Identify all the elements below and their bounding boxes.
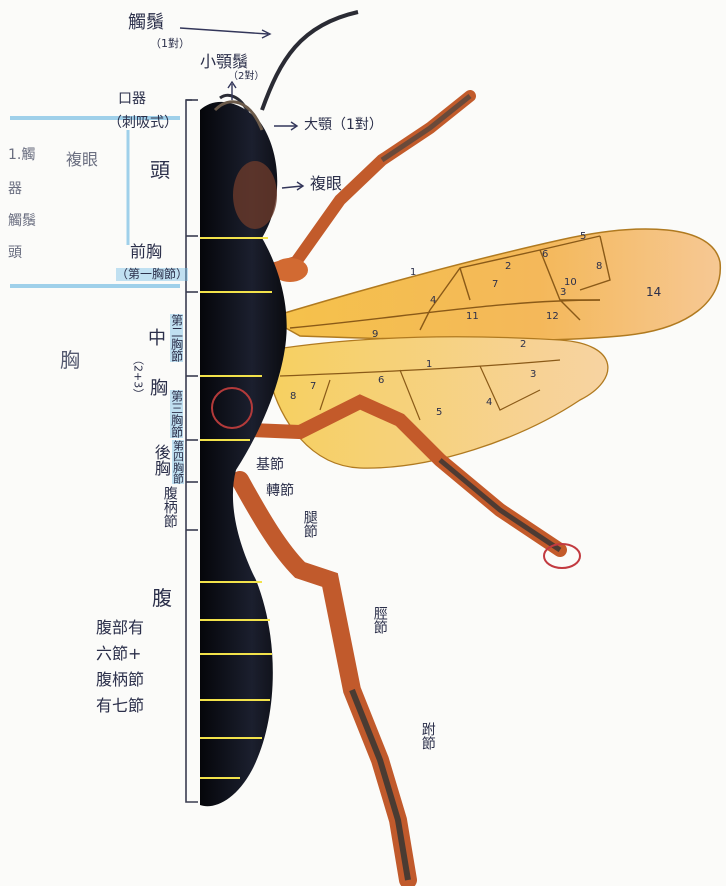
petiole-label: 腹柄節 bbox=[162, 486, 177, 528]
femur-label: 腿節 bbox=[302, 510, 317, 538]
left-note-2: 器 bbox=[8, 182, 22, 197]
antenna-count-label: （1對） bbox=[150, 38, 190, 50]
wing-cell-number: 11 bbox=[466, 312, 479, 323]
abdomen-label: 腹 bbox=[152, 588, 172, 609]
antenna-label: 觸鬚 bbox=[128, 14, 164, 33]
maxillary-palp-count-label: （2對） bbox=[228, 72, 264, 83]
wing-cell-number: 10 bbox=[564, 278, 577, 289]
wing-cell-number: 6 bbox=[542, 250, 548, 261]
segment-4-label: 第四胸節 bbox=[172, 440, 184, 484]
antenna-shape bbox=[262, 12, 358, 110]
tibia-label: 脛節 bbox=[372, 606, 387, 634]
wing-cell-number: 5 bbox=[580, 232, 586, 243]
hindwing-cell-number: 6 bbox=[378, 376, 384, 387]
abdomen-note-2: 六節+ bbox=[96, 646, 141, 663]
wing-cell-number: 4 bbox=[430, 296, 436, 307]
coxa-label: 基節 bbox=[256, 458, 284, 473]
hindwing-cell-number: 5 bbox=[436, 408, 442, 419]
trochanter-label: 轉節 bbox=[266, 484, 294, 499]
mesothorax-label: 中 bbox=[148, 330, 166, 349]
maxillary-palp-label: 小顎鬚 bbox=[200, 54, 248, 71]
left-note-4: 頭 bbox=[8, 246, 22, 261]
hindwing-cell-number: 1 bbox=[426, 360, 432, 371]
body-bracket bbox=[186, 100, 198, 802]
compound-eye-label: 複眼 bbox=[310, 176, 342, 193]
wing-cell-number: 14 bbox=[646, 286, 661, 299]
hindwing-cell-number: 3 bbox=[530, 370, 536, 381]
segment-2-label: 第二胸節 bbox=[170, 314, 183, 362]
thorax-side-label: 胸 bbox=[60, 350, 80, 371]
wing-cell-number: 1 bbox=[410, 268, 416, 279]
segment-3-label: 第三胸節 bbox=[170, 390, 183, 438]
wing-cell-number: 7 bbox=[492, 280, 498, 291]
wing-cell-number: 9 bbox=[372, 330, 378, 341]
prothorax-note-label: （第一胸節） bbox=[116, 268, 188, 281]
mouthparts-type-label: （刺吸式） bbox=[108, 116, 178, 131]
tarsus-label: 跗節 bbox=[420, 722, 435, 750]
hindwing-cell-number: 4 bbox=[486, 398, 492, 409]
hindwing-cell-number: 7 bbox=[310, 382, 316, 393]
left-compound-eye-note: 複眼 bbox=[66, 152, 98, 169]
mouthparts-label: 口器 bbox=[118, 92, 146, 107]
mesothorax-note-label: （2+3） bbox=[132, 354, 144, 399]
left-note-3: 觸鬚 bbox=[8, 214, 36, 229]
mesothorax-chest-label: 胸 bbox=[150, 380, 168, 399]
head-label: 頭 bbox=[150, 160, 170, 181]
hindwing-shape bbox=[270, 337, 608, 468]
abdomen-note-1: 腹部有 bbox=[96, 620, 144, 637]
abdomen-note-4: 有七節 bbox=[96, 698, 144, 715]
left-note-1: 1.觸 bbox=[8, 148, 35, 163]
wing-cell-number: 3 bbox=[560, 288, 566, 299]
wing-cell-number: 2 bbox=[505, 262, 511, 273]
wing-cell-number: 12 bbox=[546, 312, 559, 323]
hindwing-cell-number: 2 bbox=[520, 340, 526, 351]
wing-cell-number: 8 bbox=[596, 262, 602, 273]
prothorax-label: 前胸 bbox=[130, 244, 162, 261]
hindwing-cell-number: 8 bbox=[290, 392, 296, 403]
abdomen-note-3: 腹柄節 bbox=[96, 672, 144, 689]
mandible-label: 大顎（1對） bbox=[304, 118, 383, 133]
metathorax-label: 後胸 bbox=[152, 444, 169, 476]
